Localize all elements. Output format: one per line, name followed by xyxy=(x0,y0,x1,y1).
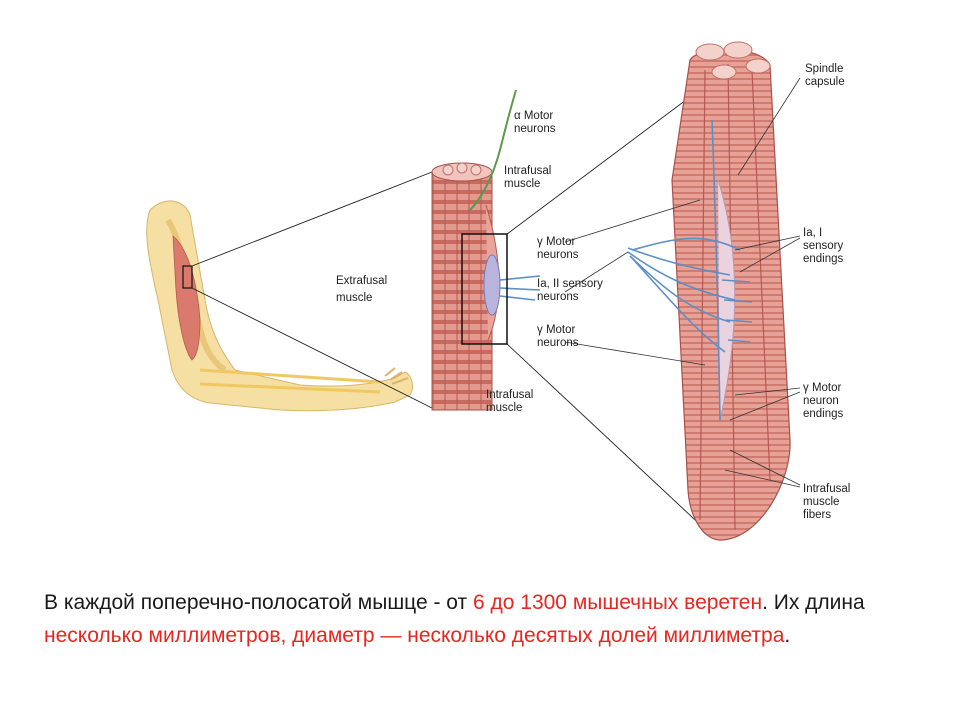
label-pointers xyxy=(564,77,801,488)
caption-size-highlight: несколько миллиметров, диаметр — несколь… xyxy=(44,624,785,647)
caption-count-highlight: 6 до 1300 мышечных веретен xyxy=(472,591,763,614)
caption-text: В каждой поперечно-полосатой мышце - от … xyxy=(44,586,924,652)
caption-part-1: В каждой поперечно-полосатой мышце - от xyxy=(44,591,473,614)
caption-part-3: . Их длина xyxy=(762,591,865,614)
caption-part-5: . xyxy=(784,624,791,647)
extrafusal-muscle-column xyxy=(431,89,541,411)
arm-illustration xyxy=(146,200,413,412)
zoom-lines xyxy=(191,75,719,533)
muscle-spindle-detail xyxy=(627,41,791,541)
